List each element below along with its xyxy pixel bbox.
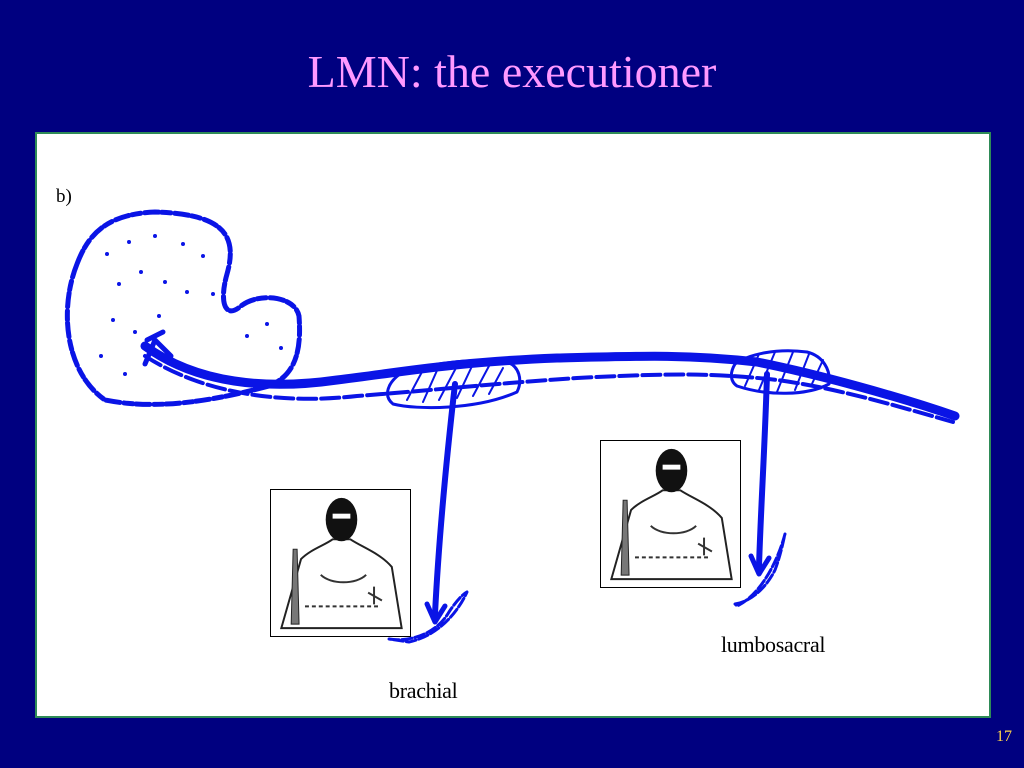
nervous-system-diagram (64, 209, 960, 644)
spinal-cord-lower-edge (143, 354, 955, 424)
cervical-enlargement (386, 358, 522, 410)
slide-title: LMN: the executioner (307, 46, 717, 97)
brachial-nerve (432, 381, 458, 617)
figure-panel: b) brachial lumbosacral (35, 132, 991, 718)
hooded-executioner-icon (610, 448, 733, 581)
brain-outline (64, 209, 303, 407)
spinal-cord (140, 341, 960, 421)
brachial-arrow (424, 601, 448, 625)
slide-number: 17 (996, 728, 1012, 745)
panel-label: b) (56, 186, 72, 207)
hooded-executioner-icon (280, 497, 403, 630)
lumbar-enlargement (729, 349, 831, 395)
brachial-label: brachial (389, 678, 458, 703)
executioner-lumbosacral-illustration (600, 440, 741, 588)
executioner-brachial-illustration (270, 489, 411, 637)
lumbosacral-label: lumbosacral (721, 632, 826, 657)
brain-arrow (142, 329, 174, 367)
lumbosacral-nerve (756, 371, 770, 569)
lumbosacral-limb-outline (733, 532, 787, 608)
brachial-limb-outline (387, 590, 469, 644)
lumbosacral-arrow (748, 553, 772, 577)
